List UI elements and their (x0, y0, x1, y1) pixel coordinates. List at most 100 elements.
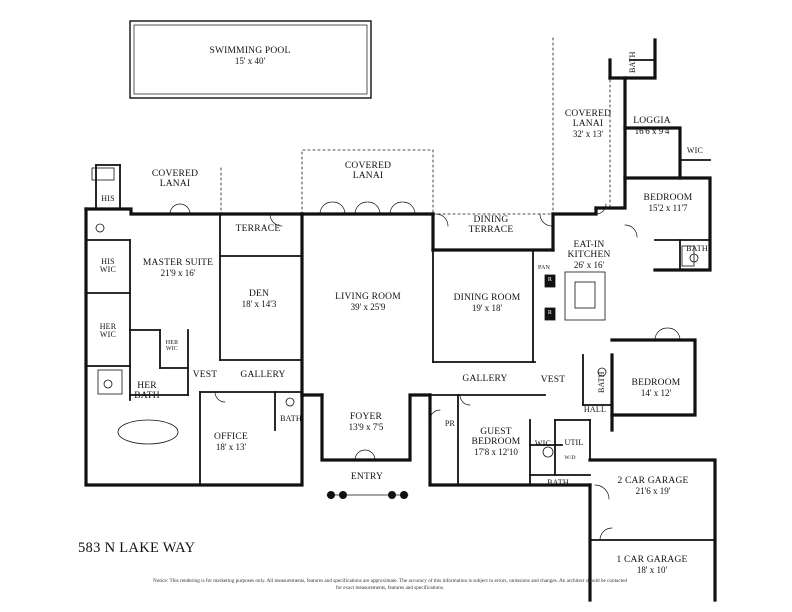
property-address: 583 N LAKE WAY (78, 540, 196, 556)
fridge-mark-1-text: R (547, 277, 553, 283)
her-bath-label: HER BATH (134, 381, 160, 402)
her-wic-label: HER WIC (99, 322, 117, 340)
disclaimer-notice: Notice: This rendering is for marketing … (153, 578, 627, 591)
dining-terrace-label: DINING TERRACE (468, 215, 514, 236)
wic-upper-label: WIC (686, 146, 704, 155)
office-name: OFFICE (214, 432, 248, 442)
covered-lanai-right-dims: 32' x 13' (572, 128, 604, 139)
bath-right-name: BATH (596, 371, 606, 394)
covered-lanai-center-label: COVERED LANAI (344, 161, 392, 182)
living-room-dims: 39' x 25'9 (350, 301, 386, 312)
exterior-walls (84, 38, 717, 602)
gallery-right-name: GALLERY (462, 374, 508, 384)
entry-label: ENTRY (350, 472, 384, 483)
bath-office-label: BATH (280, 414, 302, 423)
pan-label: PAN (538, 265, 550, 271)
covered-lanai-right-name: COVERED LANAI (564, 109, 612, 129)
den-name: DEN (248, 289, 270, 299)
swimming-pool-name: SWIMMING POOL (209, 46, 291, 56)
bedroom-lower-name: BEDROOM (631, 378, 681, 388)
terrace-label: TERRACE (235, 224, 281, 235)
bath-upper-label: BATH (686, 244, 708, 253)
his-name: HIS (101, 194, 115, 203)
covered-lanai-left-label: COVERED LANAI (151, 169, 199, 190)
garage-1car-name: 1 CAR GARAGE (616, 555, 688, 565)
covered-lanai-center-name: COVERED LANAI (344, 161, 392, 181)
dining-room-name: DINING ROOM (453, 293, 521, 303)
bath-right-label: BATH (596, 371, 606, 394)
den-dims: 18' x 14'3 (241, 298, 277, 309)
terrace-name: TERRACE (235, 224, 281, 234)
wic-upper-name: WIC (686, 146, 704, 155)
entry-name: ENTRY (350, 472, 384, 482)
her-wic-small-label: HER WIC (166, 340, 179, 353)
eat-in-kitchen-dims: 26' x 16' (573, 259, 605, 270)
his-wic-name: HIS WIC (99, 257, 117, 275)
wd-name: W/D (564, 455, 576, 461)
door-swings (169, 201, 681, 541)
wic-guest-name: WIC (534, 439, 552, 448)
pr-name: PR (444, 419, 456, 428)
vest-right-label: VEST (540, 375, 566, 386)
her-wic-small-name: HER WIC (165, 340, 179, 353)
foyer-dims: 13'9 x 7'5 (348, 421, 384, 432)
swimming-pool-inner (133, 24, 368, 95)
office-dims: 18' x 13' (215, 441, 247, 452)
interior-walls (85, 59, 716, 541)
wd-label: W/D (564, 455, 576, 462)
guest-bedroom-dims: 17'8 x 12'10 (474, 446, 518, 457)
loggia-name: LOGGIA (633, 116, 671, 126)
her-bath-name: HER BATH (134, 381, 160, 401)
garage-1car-dims: 18' x 10' (636, 564, 668, 575)
gallery-left-name: GALLERY (240, 370, 286, 380)
fridge-mark-1: R (548, 277, 552, 283)
bedroom-upper-name: BEDROOM (643, 193, 693, 203)
pr-label: PR (444, 419, 456, 428)
guest-bedroom-name: GUEST BEDROOM (471, 427, 521, 447)
covered-lanai-left-name: COVERED LANAI (151, 169, 199, 189)
bedroom-upper-dims: 15'2 x 11'7 (648, 202, 688, 213)
his-wic-label: HIS WIC (99, 257, 117, 275)
bath-guest-name: BATH (547, 478, 569, 487)
bedroom-lower-dims: 14' x 12' (640, 387, 672, 398)
dining-terrace-name: DINING TERRACE (468, 215, 514, 235)
bathtub (117, 419, 179, 445)
vest-right-name: VEST (540, 375, 566, 385)
master-suite-name: MASTER SUITE (142, 258, 214, 268)
dining-room-dims: 19' x 18' (471, 302, 503, 313)
gallery-left-label: GALLERY (240, 370, 286, 381)
living-room-name: LIVING ROOM (335, 292, 401, 302)
foyer-name: FOYER (349, 412, 383, 422)
util-name: UTIL (564, 438, 584, 447)
fridge-mark-2: R (548, 310, 552, 316)
vest-left-name: VEST (192, 370, 218, 380)
bath-office-name: BATH (280, 414, 302, 423)
her-wic-name: HER WIC (99, 322, 117, 340)
hall-label: HALL (584, 405, 606, 414)
bath-guest-label: BATH (547, 478, 569, 487)
garage-2car-dims: 21'6 x 19' (635, 485, 671, 496)
fixtures (91, 167, 699, 458)
bath-loggia-label: BATH (628, 51, 637, 73)
loggia-dims: 16'6 x 9'4 (634, 125, 670, 136)
pan-name: PAN (537, 265, 551, 271)
his-label: HIS (101, 194, 115, 203)
wic-guest-label: WIC (534, 439, 552, 448)
swimming-pool-outline (129, 20, 372, 99)
swimming-pool-dims: 15' x 40' (234, 55, 266, 66)
